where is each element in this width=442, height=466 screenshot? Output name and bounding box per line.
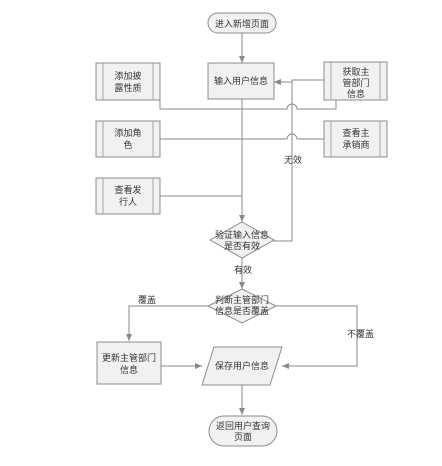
edge-label-invalid: 无效 <box>284 154 302 166</box>
node-validate-line1: 验证输入信息 <box>215 229 269 241</box>
node-add-disclosure-line2: 露性质 <box>114 82 141 94</box>
node-add-disclosure: 添加披 露性质 <box>95 62 161 101</box>
node-start: 进入新增页面 <box>207 12 277 34</box>
node-view-underwriter: 查看主 承销商 <box>323 120 388 158</box>
node-check-dept: 判断主管部门 信息是否覆盖 <box>206 288 278 324</box>
node-input-user-info-label: 输入用户信息 <box>214 75 268 87</box>
node-update-dept-line1: 更新主管部门 <box>102 352 156 364</box>
edge-invalid <box>273 79 293 242</box>
node-input-user-info: 输入用户信息 <box>207 62 275 100</box>
node-view-issuer: 查看发 行人 <box>95 177 161 215</box>
node-check-dept-line2: 信息是否覆盖 <box>215 305 269 317</box>
node-save-user-label: 保存用户信息 <box>215 360 269 372</box>
node-add-role-line1: 添加角 <box>114 127 141 139</box>
node-get-dept-line2: 管部门 <box>342 77 369 89</box>
node-update-dept-line2: 信息 <box>120 364 138 376</box>
node-get-dept-line3: 信息 <box>347 88 365 100</box>
node-save-user: 保存用户信息 <box>201 346 283 386</box>
node-get-dept: 获取主 管部门 信息 <box>323 61 388 101</box>
edge-label-valid: 有效 <box>234 264 252 276</box>
edge-label-overwrite: 覆盖 <box>138 294 156 306</box>
edge-label-not-overwrite: 不覆盖 <box>347 328 374 340</box>
node-validate: 验证输入信息 是否有效 <box>208 221 276 259</box>
node-start-label: 进入新增页面 <box>215 18 269 30</box>
node-add-disclosure-line1: 添加披 <box>114 70 141 82</box>
edge-not-overwrite <box>276 305 358 369</box>
node-check-dept-line1: 判断主管部门 <box>215 294 269 306</box>
node-add-role: 添加角 色 <box>95 120 161 158</box>
node-end: 返回用户查询 页面 <box>208 415 278 447</box>
node-end-line1: 返回用户查询 <box>216 420 270 432</box>
node-view-issuer-line2: 行人 <box>119 196 137 208</box>
connectors <box>126 33 358 415</box>
node-view-underwriter-line1: 查看主 <box>342 127 369 139</box>
node-validate-line2: 是否有效 <box>224 240 260 252</box>
node-view-underwriter-line2: 承销商 <box>342 139 369 151</box>
node-end-line2: 页面 <box>234 432 252 443</box>
node-view-issuer-line1: 查看发 <box>114 184 141 196</box>
node-get-dept-line1: 获取主 <box>342 66 369 78</box>
node-update-dept: 更新主管部门 信息 <box>96 341 162 385</box>
edge-overwrite <box>126 305 209 341</box>
node-add-role-line2: 色 <box>123 139 132 151</box>
